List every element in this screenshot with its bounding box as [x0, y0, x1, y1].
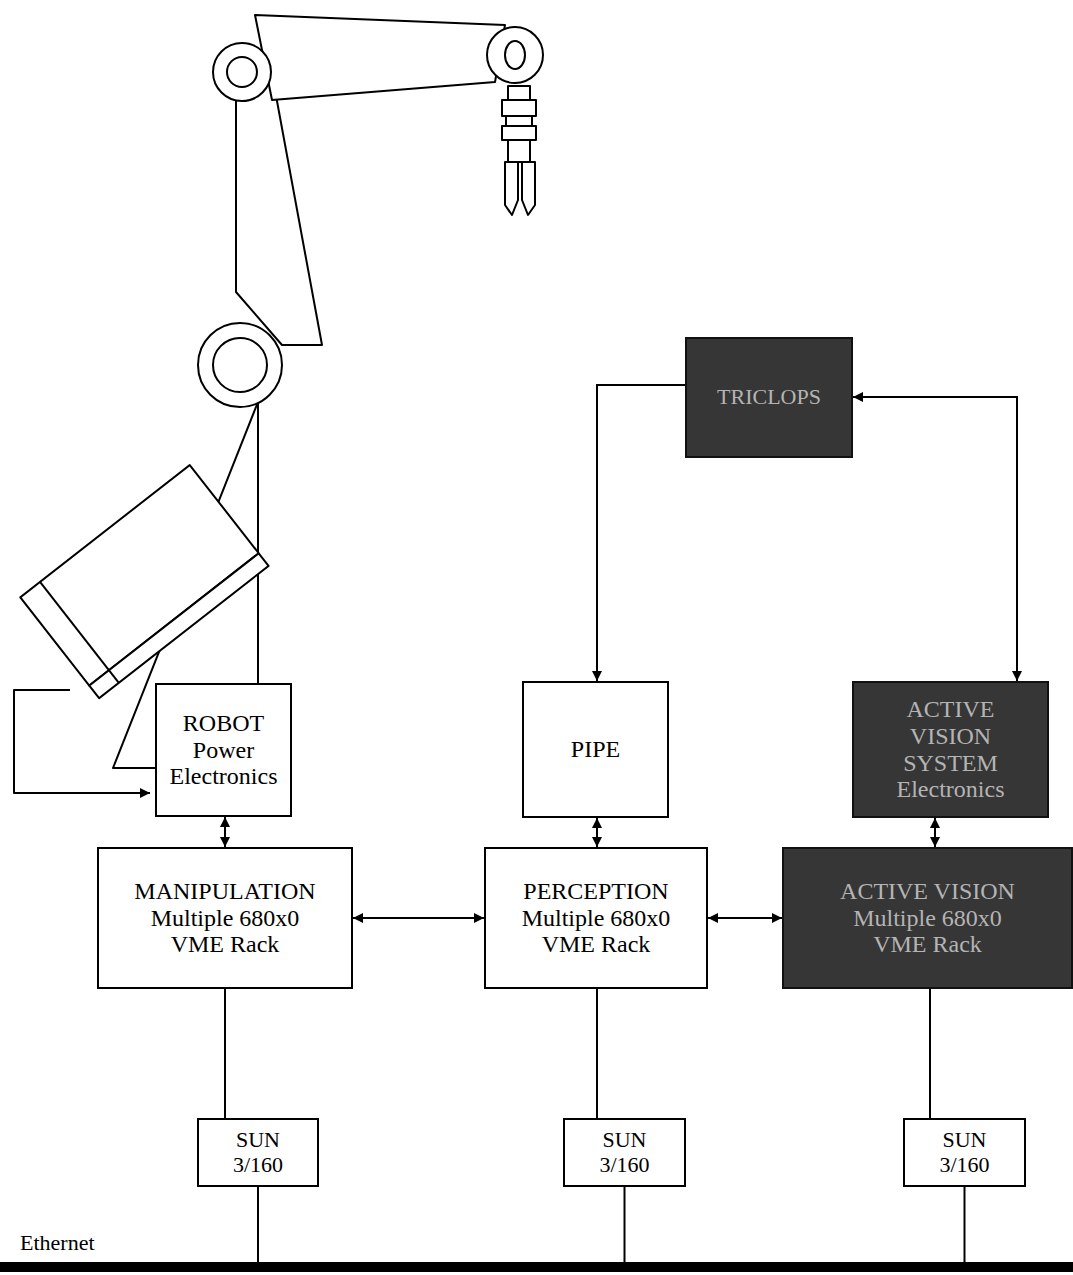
workstation-box: SUN 3/160: [903, 1118, 1026, 1187]
box-heading: PERCEPTION: [523, 878, 668, 905]
vme-rack-box: MANIPULATIONMultiple 680x0 VME Rack: [97, 847, 353, 989]
bus-line: [964, 1187, 966, 1262]
data-arrow: [853, 397, 1017, 681]
pipe-box: PIPE: [522, 681, 669, 818]
bus-line: [224, 989, 226, 1118]
data-arrow: [934, 818, 936, 847]
vme-rack-box: ACTIVE VISIONMultiple 680x0 VME Rack: [782, 847, 1073, 989]
bus-line: [929, 989, 931, 1118]
box-heading: SUN 3/160: [213, 1128, 303, 1177]
data-arrow: [597, 385, 685, 681]
data-arrow: [708, 917, 782, 919]
bus-line: [257, 1187, 259, 1262]
box-heading: ROBOT: [183, 710, 264, 737]
box-body: Power Electronics: [165, 737, 282, 791]
power-electronics-box: ROBOTPower Electronics: [155, 683, 292, 817]
data-arrow: [596, 818, 598, 847]
data-arrow: [353, 917, 484, 919]
workstation-box: SUN 3/160: [197, 1118, 319, 1187]
box-heading: PIPE: [571, 736, 620, 763]
box-body: Electronics: [897, 776, 1005, 803]
box-heading: SUN 3/160: [580, 1128, 670, 1177]
network-bus: Ethernet: [0, 1262, 1073, 1272]
box-heading: ACTIVE VISION SYSTEM: [876, 696, 1026, 777]
box-heading: TRICLOPS: [717, 385, 821, 410]
box-heading: ACTIVE VISION: [840, 878, 1015, 905]
box-heading: MANIPULATION: [134, 878, 315, 905]
bus-label: Ethernet: [20, 1230, 95, 1256]
data-arrow: [224, 817, 226, 847]
box-body: Multiple 680x0 VME Rack: [840, 905, 1015, 959]
box-heading: SUN 3/160: [920, 1128, 1010, 1177]
vme-rack-box: PERCEPTIONMultiple 680x0 VME Rack: [484, 847, 708, 989]
bus-line: [596, 989, 598, 1118]
bus-line: [624, 1187, 626, 1262]
box-body: Multiple 680x0 VME Rack: [509, 905, 684, 959]
workstation-box: SUN 3/160: [563, 1118, 686, 1187]
box-body: Multiple 680x0 VME Rack: [138, 905, 313, 959]
camera-box: TRICLOPS: [685, 337, 853, 458]
electronics-box: ACTIVE VISION SYSTEMElectronics: [852, 681, 1049, 818]
